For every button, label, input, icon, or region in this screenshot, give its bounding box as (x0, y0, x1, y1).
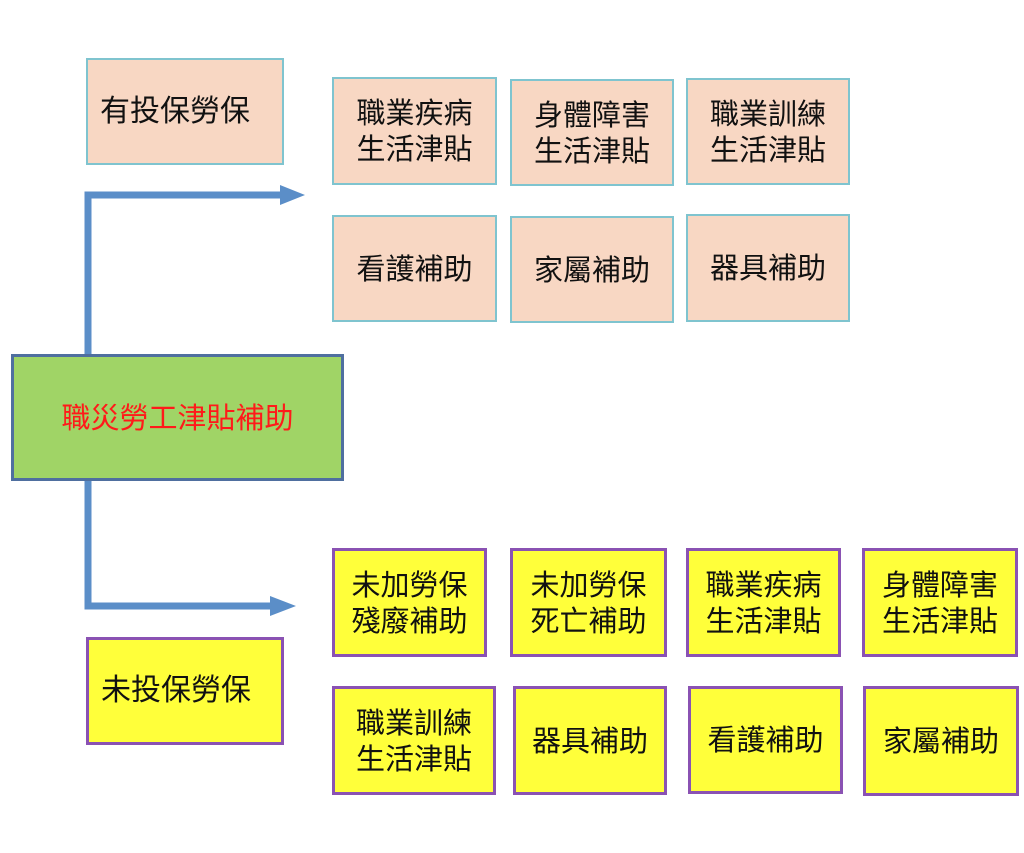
insured-item: 器具補助 (686, 214, 850, 322)
item-line: 生活津貼 (355, 741, 472, 776)
uninsured-item: 未加勞保 死亡補助 (510, 548, 667, 657)
insured-group-label: 有投保勞保 (86, 58, 284, 165)
arrow-to-uninsured (84, 480, 272, 610)
insured-item: 身體障害 生活津貼 (510, 79, 674, 186)
item-line: 生活津貼 (881, 603, 998, 638)
item-line: 未加勞保 (351, 567, 468, 602)
item-line: 生活津貼 (705, 603, 822, 638)
insured-item: 職業訓練 生活津貼 (686, 78, 850, 185)
uninsured-item: 家屬補助 (863, 686, 1019, 796)
item-line: 器具補助 (709, 251, 826, 285)
uninsured-label: 未投保勞保 (101, 673, 251, 708)
insured-item: 看護補助 (332, 215, 497, 322)
item-line: 看護補助 (356, 251, 473, 286)
arrow-to-insured (84, 191, 282, 355)
insured-label: 有投保勞保 (100, 93, 250, 129)
item-line: 生活津貼 (709, 132, 826, 167)
item-line: 殘廢補助 (351, 603, 468, 638)
item-line: 職業疾病 (705, 567, 822, 602)
center-node: 職災勞工津貼補助 (11, 354, 344, 481)
item-line: 家屬補助 (882, 724, 999, 758)
insured-item: 職業疾病 生活津貼 (332, 77, 497, 185)
uninsured-item: 身體障害 生活津貼 (862, 548, 1018, 657)
item-line: 職業疾病 (356, 96, 473, 130)
item-line: 死亡補助 (530, 603, 647, 638)
item-line: 看護補助 (707, 723, 824, 757)
arrowhead-uninsured (270, 596, 296, 616)
uninsured-item: 職業訓練 生活津貼 (332, 686, 496, 795)
item-line: 器具補助 (531, 723, 648, 758)
item-line: 家屬補助 (533, 252, 650, 287)
item-line: 職業訓練 (709, 96, 826, 131)
item-line: 生活津貼 (356, 132, 473, 166)
uninsured-group-label: 未投保勞保 (86, 637, 284, 745)
item-line: 身體障害 (533, 97, 650, 132)
item-line: 未加勞保 (530, 567, 647, 602)
uninsured-item: 看護補助 (688, 686, 843, 794)
item-line: 生活津貼 (533, 133, 650, 168)
center-label: 職災勞工津貼補助 (61, 400, 294, 435)
uninsured-item: 未加勞保 殘廢補助 (332, 548, 487, 657)
item-line: 職業訓練 (355, 705, 472, 740)
uninsured-item: 職業疾病 生活津貼 (686, 548, 841, 657)
arrowhead-insured (280, 185, 305, 205)
insured-item: 家屬補助 (510, 216, 674, 323)
uninsured-item: 器具補助 (513, 686, 667, 795)
item-line: 身體障害 (881, 567, 998, 602)
